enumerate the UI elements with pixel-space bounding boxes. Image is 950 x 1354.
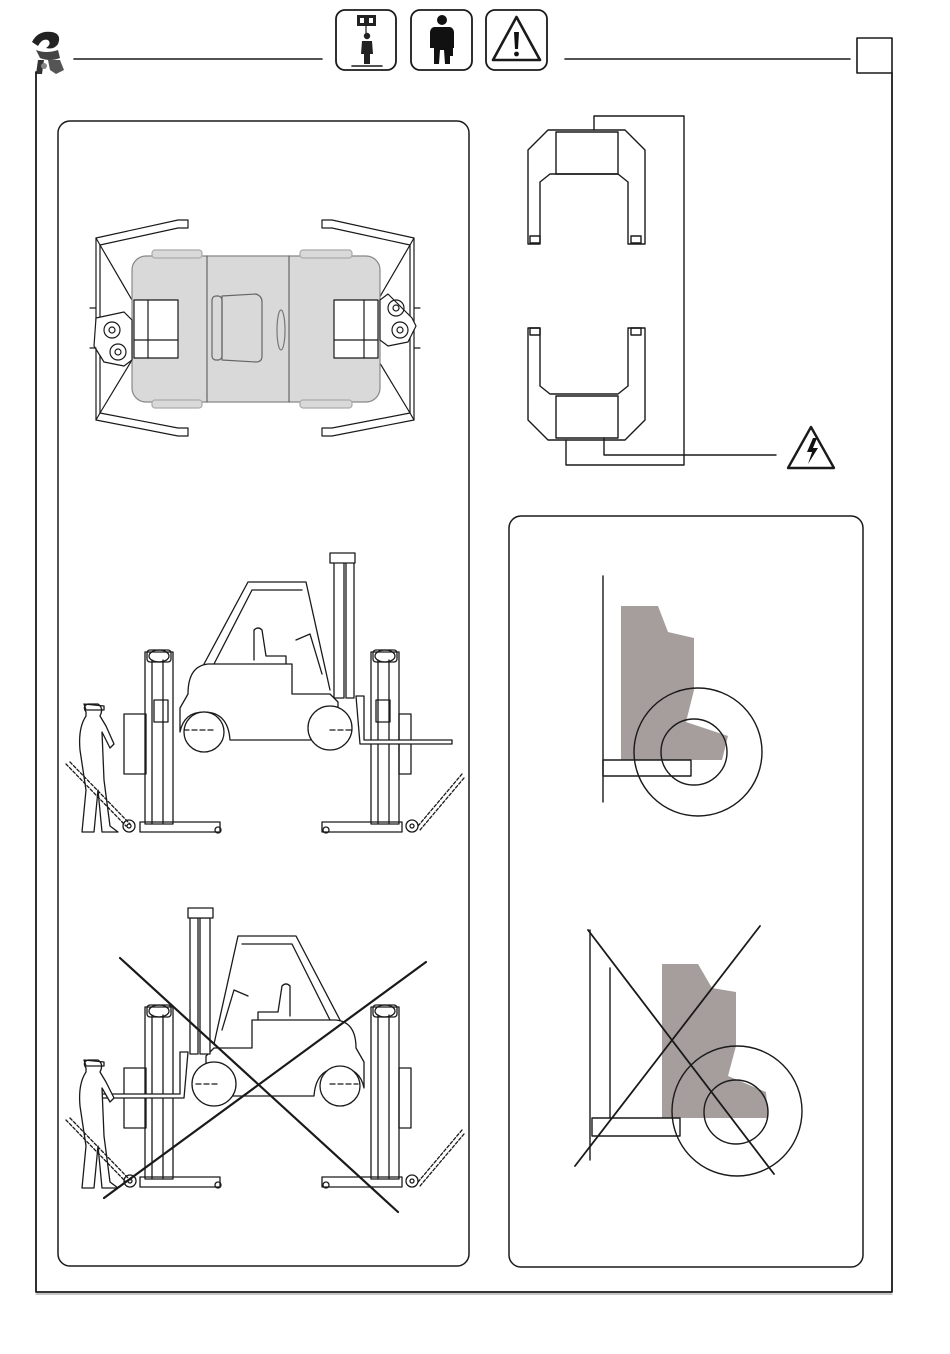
- column-wiring-diagram: [528, 116, 776, 465]
- correct-forklift-positioning: [66, 553, 464, 833]
- brand-logo-icon: [32, 32, 64, 74]
- electric-hazard-icon: [788, 427, 834, 468]
- incorrect-forklift-positioning: [66, 908, 464, 1212]
- warning-triangle-icon: [486, 10, 547, 70]
- right-panel: [509, 516, 863, 1267]
- incorrect-wheel-fork-placement: [575, 926, 802, 1176]
- lift-operation-icon: [336, 10, 396, 70]
- operator-icon: [411, 10, 472, 70]
- correct-wheel-fork-placement: [603, 576, 762, 816]
- vehicle-top-view-on-lift: [90, 220, 420, 436]
- page-number-box: [857, 38, 892, 73]
